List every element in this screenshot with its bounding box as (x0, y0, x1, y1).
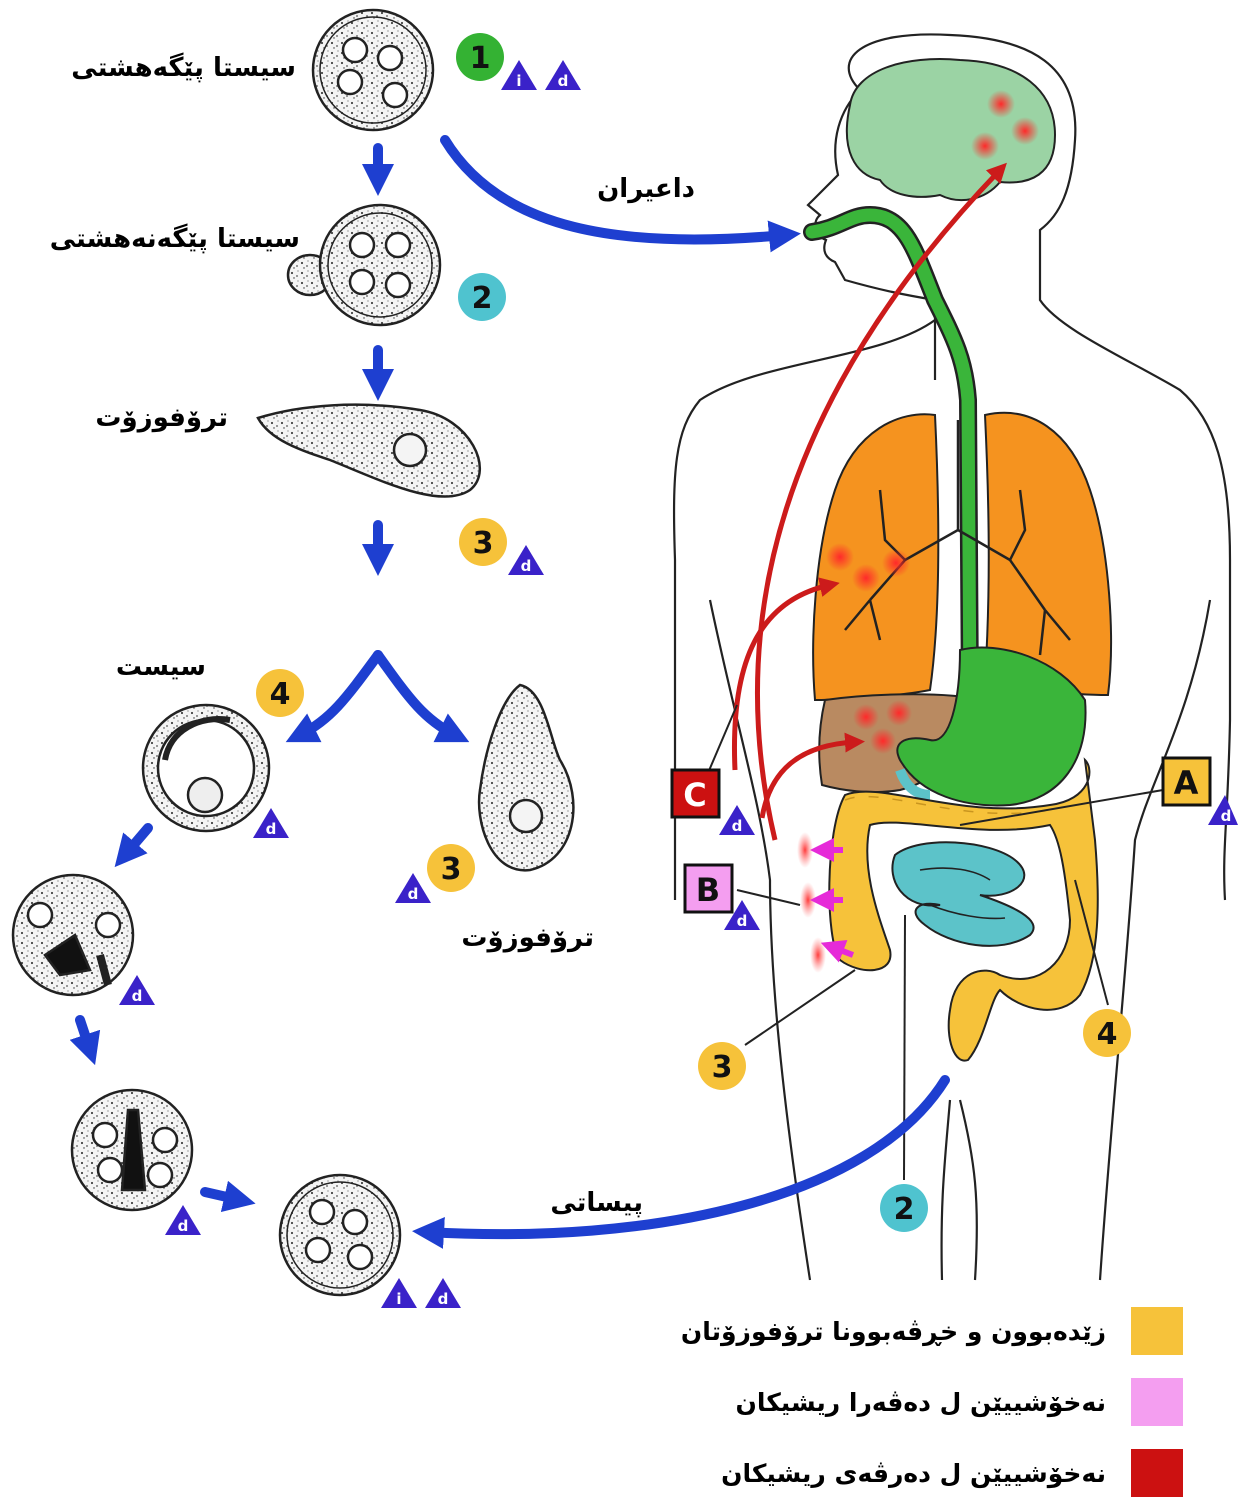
legend-swatch-pink (1131, 1378, 1183, 1426)
mature-cyst-top (313, 10, 433, 130)
mature-cyst-label: سیستا پێگەهشتی (71, 55, 296, 81)
immature-cyst (288, 205, 440, 325)
cyst-developing-2 (72, 1090, 192, 1210)
legend-label: نەخۆشییێن ل دەرڤەی ریشیکان (721, 1459, 1106, 1488)
legend-item-extraintestinal: نەخۆشییێن ل دەرڤەی ریشیکان (721, 1447, 1183, 1499)
svg-text:d: d (732, 817, 743, 835)
svg-text:i: i (396, 1290, 401, 1308)
cyst-stage-4 (143, 705, 269, 831)
legend-item-multiplication: زێدەبوون و خڕڤەبوونا ترۆفوزۆتان (681, 1305, 1183, 1357)
svg-text:d: d (132, 987, 143, 1005)
legend-swatch-red (1131, 1449, 1183, 1497)
svg-text:d: d (737, 912, 748, 930)
svg-text:i: i (516, 72, 521, 90)
legend-swatch-yellow (1131, 1307, 1183, 1355)
svg-text:d: d (1221, 807, 1232, 825)
stage-3-number-body: 3 (712, 1050, 733, 1085)
box-a-label: A (1174, 764, 1199, 802)
cyst-developing-1 (13, 875, 133, 995)
small-intestine (892, 842, 1033, 946)
stage-1-number: 1 (470, 41, 491, 76)
trophozoite-top (258, 405, 480, 497)
legend-label: نەخۆشییێن ل دەڤەرا ریشیکان (735, 1388, 1106, 1417)
svg-text:d: d (178, 1217, 189, 1235)
trophozoite-top-label: ترۆفوزۆت (95, 405, 228, 431)
svg-text:d: d (521, 557, 532, 575)
ingestion-label: داعیران (597, 176, 695, 202)
svg-text:d: d (408, 885, 419, 903)
trophozoite-mid (479, 685, 573, 870)
svg-text:d: d (438, 1290, 449, 1308)
legend-label: زێدەبوون و خڕڤەبوونا ترۆفوزۆتان (681, 1317, 1106, 1346)
mature-cyst-bottom (280, 1175, 400, 1295)
immature-cyst-label: سیستا پێگەنەهشتی (50, 226, 300, 252)
stage-2-number: 2 (472, 281, 493, 316)
excretion-label: پیساتی (550, 1190, 643, 1216)
box-b-label: B (696, 871, 720, 909)
box-c-label: C (683, 776, 706, 814)
stage-4-number-body: 4 (1097, 1017, 1118, 1052)
stage-3-number: 3 (473, 526, 494, 561)
stage-2-number-body: 2 (894, 1192, 915, 1227)
svg-text:d: d (266, 820, 277, 838)
stage-4-number: 4 (270, 677, 291, 712)
trophozoite-mid-label: ترۆفوزۆت (461, 925, 594, 951)
cyst-label: سیست (116, 654, 206, 680)
legend-item-intestinal: نەخۆشییێن ل دەڤەرا ریشیکان (735, 1376, 1183, 1428)
svg-text:d: d (558, 72, 569, 90)
stage-3-number-mid: 3 (441, 852, 462, 887)
